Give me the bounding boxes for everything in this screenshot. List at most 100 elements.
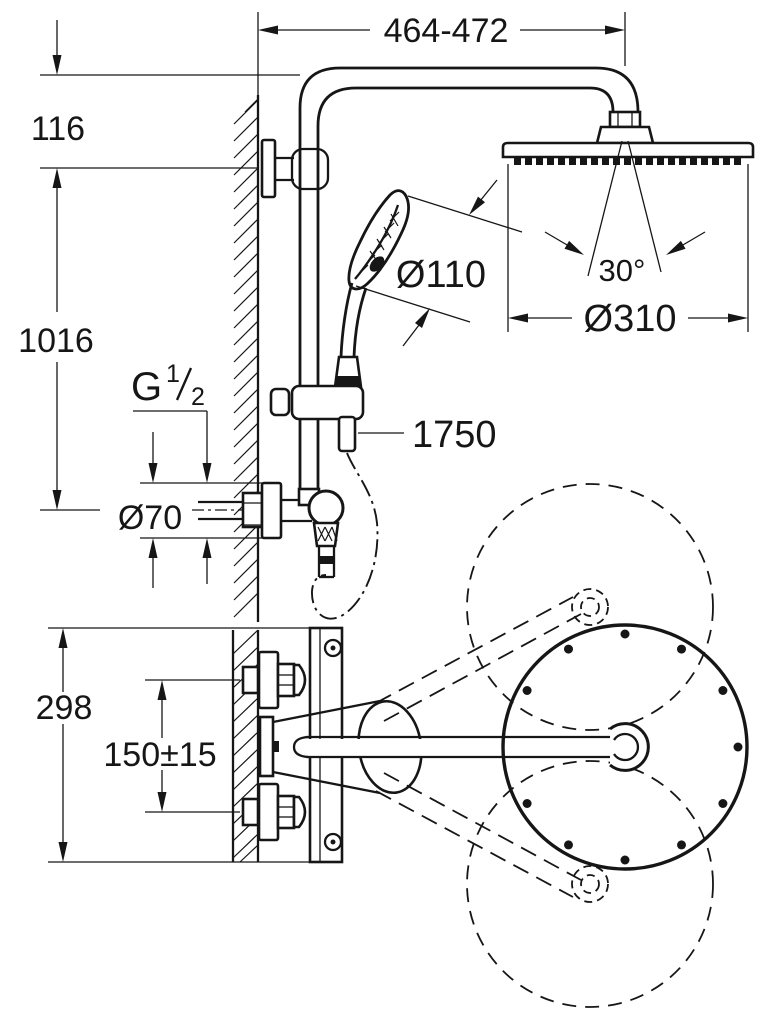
- hose-nipple: [337, 415, 357, 453]
- dim-escutcheon-diameter-label: Ø70: [118, 499, 182, 537]
- hand-shower: [333, 189, 410, 389]
- arrow-tail: [544, 231, 569, 247]
- head-connection-nut: [608, 110, 642, 129]
- bracket-clamp-ring: [290, 147, 330, 191]
- wall-section-plan: [231, 629, 260, 863]
- hand-shower-inlet-shadow: [369, 256, 385, 272]
- wall-hatch: [232, 629, 259, 863]
- holder-lock-knob: [269, 387, 291, 417]
- arrow-tail: [479, 179, 498, 202]
- wall-bracket-plate: [260, 138, 277, 199]
- arrowhead: [52, 168, 62, 188]
- cone-upper-edge: [272, 699, 381, 724]
- screw-dot: [330, 645, 336, 651]
- shower-arm-plan: [292, 722, 650, 772]
- dim-head-diameter-label: Ø310: [584, 298, 677, 340]
- arrowhead: [52, 490, 62, 510]
- inlet-stub-top: [241, 665, 260, 695]
- swivel-arm-down: [383, 772, 582, 881]
- head-nozzle-dots: [522, 629, 743, 865]
- wall-bracket: [260, 138, 330, 199]
- outlet-rosette: [258, 715, 275, 778]
- thread-numerator: 1: [166, 360, 180, 388]
- swivel-arm-up: [383, 613, 582, 722]
- screw-dot: [330, 839, 336, 845]
- angle-line: [627, 140, 662, 273]
- handle-right-edge: [352, 287, 368, 358]
- arrowhead: [202, 463, 212, 483]
- arrow-tail: [681, 231, 706, 247]
- ext-line: [407, 195, 523, 233]
- swivel-arm-up: [375, 596, 574, 704]
- dim-inlet-spacing-label: 150±15: [103, 736, 216, 774]
- connector-knurl: [317, 526, 338, 542]
- swivel-circle-down: [466, 760, 714, 1008]
- arrowhead: [605, 25, 625, 35]
- wall-hatch: [233, 98, 259, 618]
- cone-lower-edge: [272, 770, 381, 795]
- arrowhead: [148, 463, 158, 483]
- body-screw-top: [323, 638, 343, 658]
- thread-prefix: G: [131, 365, 162, 409]
- shower-hose: [311, 452, 379, 620]
- swivel-joint-up-inner: [580, 597, 600, 617]
- hand-shower-head-outline: [347, 189, 410, 291]
- dim-hose-length-label: 1750: [412, 414, 497, 456]
- handle-band: [336, 376, 360, 386]
- arm-mask: [296, 739, 612, 756]
- arrowhead: [508, 313, 528, 323]
- arrowhead: [258, 25, 278, 35]
- angle-line: [587, 140, 623, 277]
- arrowhead: [148, 538, 158, 558]
- front-dimensions: 464-472 116 1016 Ø110: [18, 12, 749, 588]
- body-screw-bottom: [323, 832, 343, 852]
- arrowhead: [157, 792, 167, 812]
- head-shower-plate: [501, 141, 755, 159]
- thread-denominator: 2: [191, 383, 205, 411]
- arrowhead: [202, 538, 212, 558]
- rail-inner-line: [316, 86, 615, 491]
- shut-off-valve: [192, 481, 345, 579]
- arrow-tail: [402, 324, 420, 347]
- dim-rail-height-label: 1016: [18, 322, 94, 360]
- dim-swivel-angle-label: 30°: [599, 253, 646, 288]
- arrowhead: [415, 308, 430, 328]
- dim-top-offset-label: 116: [31, 110, 85, 148]
- wall-section-front: [233, 95, 260, 622]
- arrowhead: [58, 842, 68, 862]
- thread-spec-label: G 1 2: [131, 360, 207, 412]
- head-circle: [501, 623, 749, 871]
- arm-ball-joint: [609, 722, 650, 772]
- inlet-nut-bottom: [276, 794, 296, 830]
- outlet-stub: [272, 741, 279, 752]
- inlet-rosette-bottom: [257, 782, 280, 842]
- arrowhead: [469, 196, 485, 215]
- valve-escutcheon: [260, 481, 283, 540]
- inlet-cap-top: [292, 663, 307, 697]
- arrowhead: [666, 240, 686, 255]
- dim-arm-reach-label: 464-472: [384, 12, 509, 50]
- head-ball-joint-cap: [595, 125, 655, 145]
- head-shower-plan: [501, 623, 749, 871]
- plan-dimensions: 298 150±15: [36, 627, 310, 863]
- inlet-rosette-top: [257, 650, 280, 710]
- arrowhead: [52, 55, 62, 75]
- inlet-cap-bottom: [292, 795, 307, 829]
- hand-shower-face-hatch: [360, 211, 400, 273]
- arm-ball-joint-inner: [613, 732, 640, 762]
- valve-ball-knob: [307, 489, 345, 527]
- swivel-joint-down: [571, 865, 609, 903]
- front-view: 464-472 116 1016 Ø110: [18, 12, 755, 622]
- inlet-nut-top: [276, 662, 296, 698]
- slider-holder: [269, 384, 365, 453]
- handle-left-edge: [339, 282, 354, 358]
- outlet-band: [319, 556, 334, 564]
- union-nut: [241, 491, 264, 529]
- swivel-joint-up: [571, 588, 609, 626]
- shower-rail-and-arm: [298, 66, 640, 491]
- thread-fraction-slash: [175, 367, 193, 401]
- arrowhead: [157, 680, 167, 700]
- holder-body: [290, 384, 365, 421]
